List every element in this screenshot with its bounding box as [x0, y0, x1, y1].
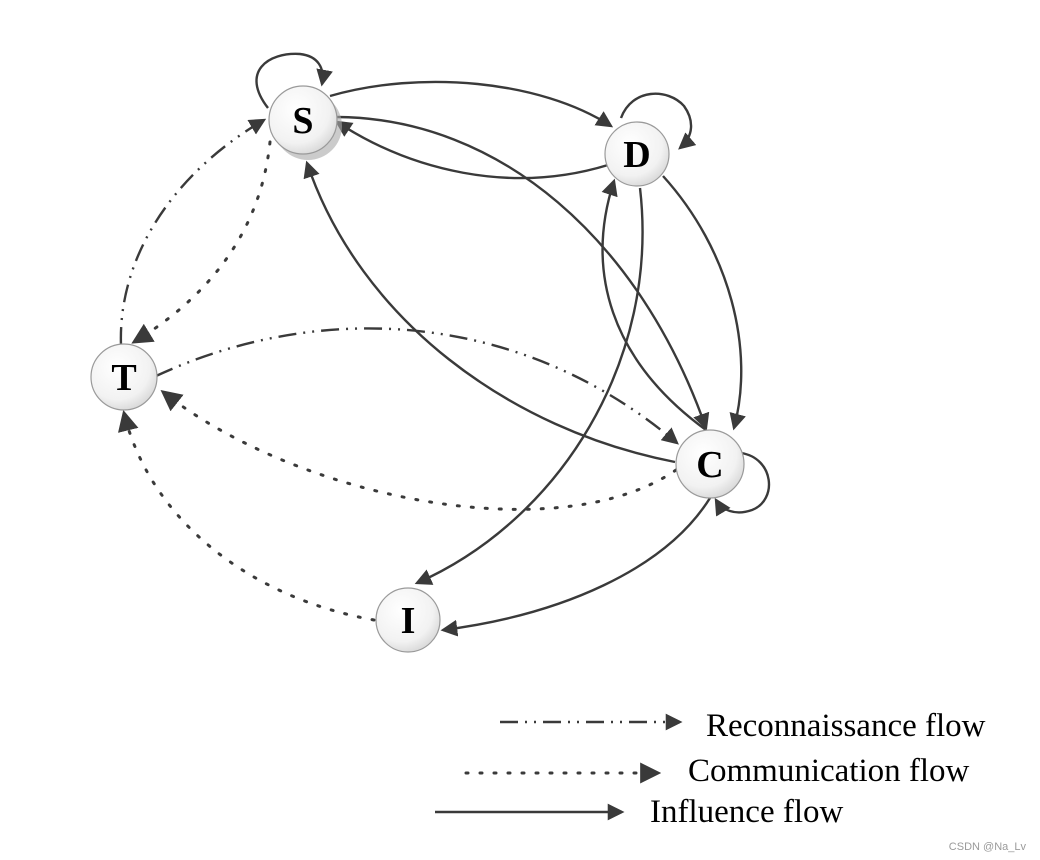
edges-layer: [118, 52, 771, 637]
edge-communication-s-to-t: [131, 140, 272, 344]
edge-influence-c-to-d: [601, 178, 707, 431]
edge-influence-d-to-s: [334, 120, 609, 180]
node-i: I: [375, 587, 441, 653]
legend-label-reconnaissance: Reconnaissance flow: [706, 708, 986, 744]
edge-influence-s-to-d: [329, 80, 614, 128]
edge-influence-s-to-s: [255, 52, 333, 109]
node-label-s: S: [292, 100, 313, 142]
edge-reconnaissance-t-to-s: [119, 118, 267, 346]
legend-label-influence: Influence flow: [650, 794, 843, 830]
node-c: C: [675, 429, 745, 499]
edge-influence-c-to-c: [714, 451, 771, 517]
node-label-t: T: [111, 357, 136, 399]
edge-influence-d-to-i: [414, 187, 644, 585]
watermark: CSDN @Na_Lv: [949, 841, 1027, 853]
node-s: S: [268, 85, 342, 160]
node-label-i: I: [401, 600, 416, 642]
legend-label-communication: Communication flow: [688, 753, 970, 789]
edge-influence-d-to-c: [662, 175, 746, 431]
node-d: D: [604, 121, 670, 187]
legend-item-influence: Influence flow: [435, 794, 843, 830]
edge-communication-i-to-t: [118, 409, 376, 622]
edge-influence-d-to-d: [619, 92, 697, 150]
legend-item-reconnaissance: Reconnaissance flow: [500, 708, 986, 744]
legend: Reconnaissance flow Communication flow I…: [435, 708, 986, 830]
edge-influence-c-to-s: [303, 160, 676, 464]
edge-influence-c-to-i: [440, 497, 712, 637]
node-label-d: D: [623, 134, 650, 176]
node-t: T: [90, 343, 158, 411]
edge-reconnaissance-t-to-c: [155, 327, 679, 445]
node-label-c: C: [696, 444, 723, 486]
legend-item-communication: Communication flow: [464, 753, 970, 789]
edge-influence-s-to-c: [336, 115, 710, 431]
